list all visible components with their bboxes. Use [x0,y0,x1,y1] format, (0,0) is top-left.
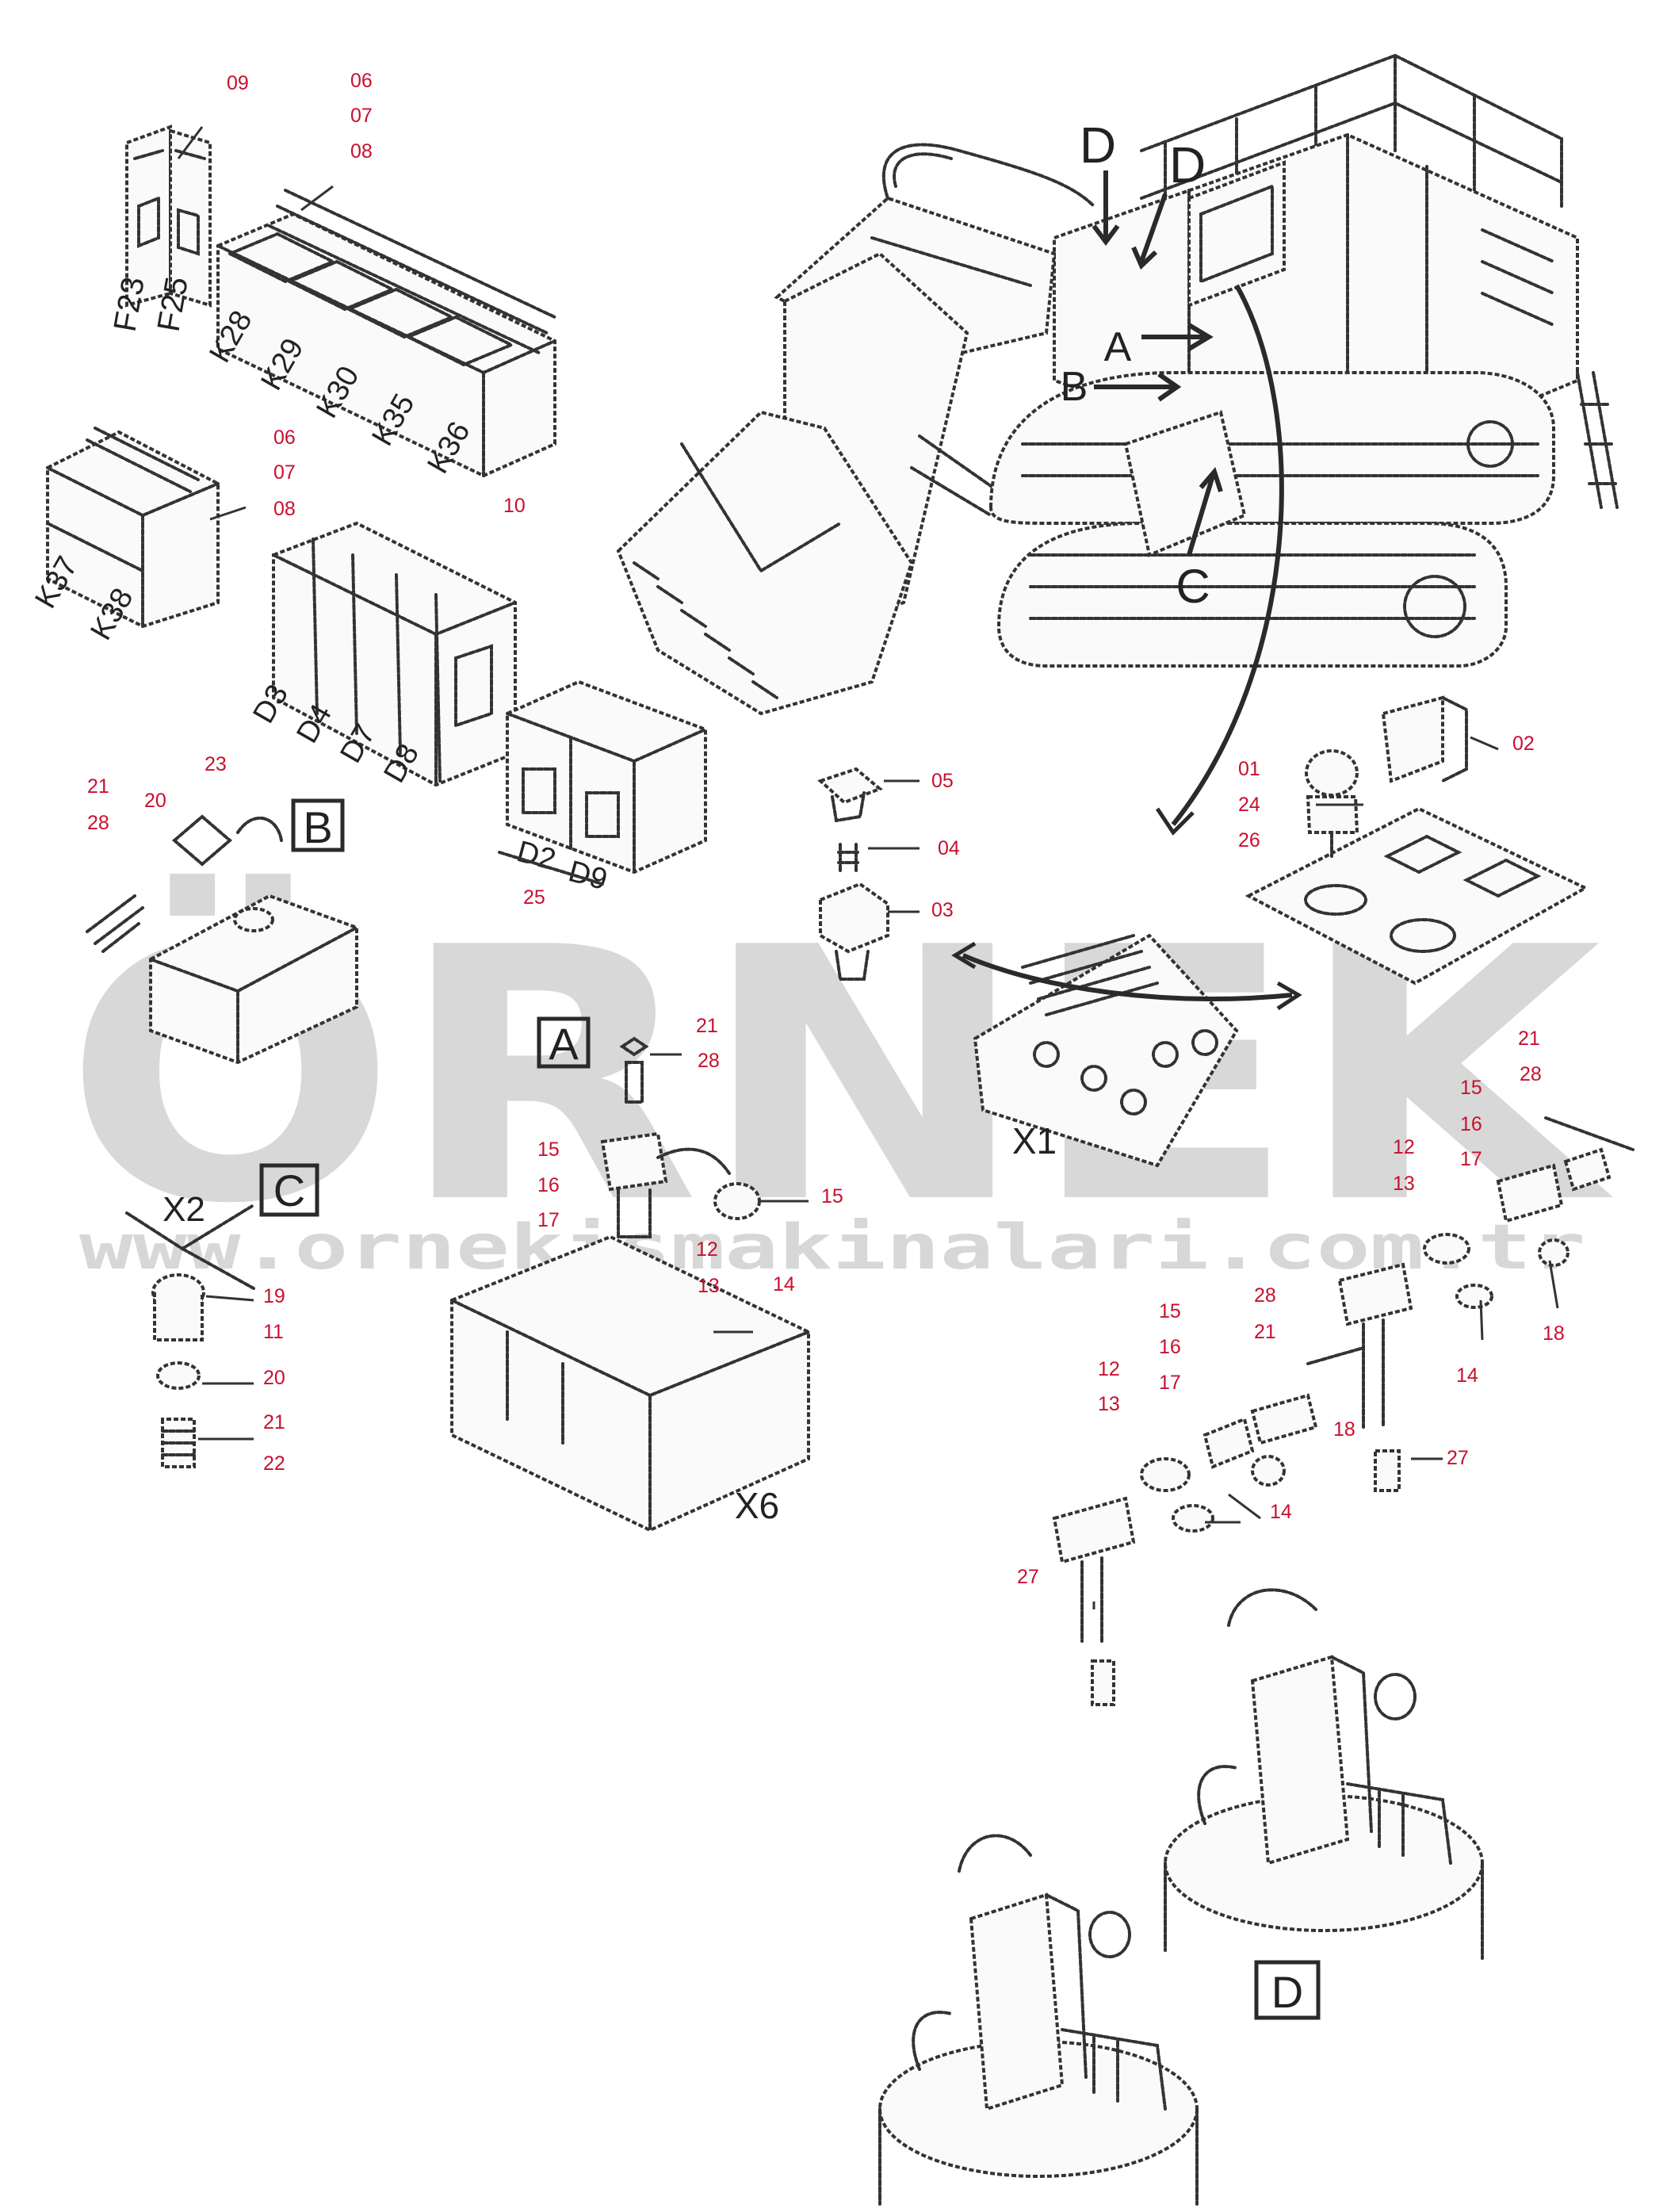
label-f23: F23 [108,274,151,335]
callout-16c: 16 [1159,1336,1181,1358]
machine-label-d2: D [1169,136,1206,193]
callout-12b: 12 [1393,1136,1415,1158]
callout-15c: 15 [1460,1077,1482,1099]
callout-21e: 21 [1254,1321,1276,1343]
callout-16a: 16 [537,1174,560,1196]
callout-17c: 17 [1159,1372,1181,1394]
callout-08b: 08 [273,498,296,520]
switch-assembly [817,767,889,981]
callout-04: 04 [938,837,960,859]
callout-14c: 14 [1270,1501,1292,1523]
module-group [272,521,517,787]
callout-28d: 28 [1254,1284,1276,1307]
callout-13a: 13 [698,1275,720,1297]
detail-b-label: B [303,802,332,852]
callout-28b: 28 [698,1050,720,1072]
callout-23: 23 [205,753,227,775]
watermark-url: www.ornekismakinalari.com.tr [79,1212,1585,1284]
callout-14b: 14 [1456,1364,1478,1387]
connector-chain-upper [1337,1116,1635,1492]
machine-label-b: B [1061,364,1088,410]
callout-02: 02 [1512,733,1535,755]
callout-09: 09 [227,72,249,94]
detail-a-assembly [450,1036,810,1533]
pump-assembly-upper [1164,1588,1484,1960]
detail-b-frame [291,798,345,852]
detail-c-frame [259,1163,319,1217]
callout-12a: 12 [696,1238,718,1261]
relay-row [216,189,556,478]
callout-24: 24 [1238,794,1260,816]
pump-assembly-lower [878,1834,1199,2206]
callout-21b: 21 [696,1015,718,1037]
callout-21a: 21 [87,775,109,798]
callout-27a: 27 [1447,1447,1469,1469]
detail-a-frame [537,1016,591,1069]
callout-12c: 12 [1098,1358,1120,1380]
callout-16b: 16 [1460,1113,1482,1135]
callout-03: 03 [931,899,954,921]
callout-21d: 21 [1518,1028,1540,1050]
callout-22: 22 [263,1452,285,1475]
detail-d-frame [1254,1960,1321,2020]
callout-20a: 20 [144,790,166,812]
callout-27b: 27 [1017,1566,1039,1588]
callout-21c: 21 [263,1411,285,1433]
label-x6: X6 [735,1485,779,1526]
callout-13b: 13 [1393,1173,1415,1195]
callout-19: 19 [263,1285,285,1307]
callout-15b: 15 [821,1185,843,1207]
callout-18a: 18 [1543,1322,1565,1345]
module-pair [506,679,707,874]
callout-20b: 20 [263,1367,285,1389]
machine-label-d1: D [1080,117,1116,174]
callout-13c: 13 [1098,1393,1120,1415]
callout-01: 01 [1238,758,1260,780]
machine-label-c: C [1176,560,1210,613]
callout-28a: 28 [87,812,109,834]
callout-10: 10 [503,495,526,517]
connector-chain-lower [1052,1346,1365,1706]
machine-label-a: A [1104,324,1132,370]
callout-07a: 07 [350,105,373,127]
excavator-illustration [616,53,1619,836]
leader-lines [177,126,1559,1609]
callout-28c: 28 [1520,1063,1542,1085]
callout-07b: 07 [273,461,296,484]
callout-05: 05 [931,770,954,792]
callout-14a: 14 [773,1273,795,1295]
label-x2: X2 [162,1190,205,1229]
callout-15a: 15 [537,1139,560,1161]
callout-15d: 15 [1159,1300,1181,1322]
callout-17a: 17 [537,1209,560,1231]
leader-line [498,851,604,886]
breaker-group [125,124,212,308]
console-label-x1: X1 [1012,1120,1057,1161]
callout-11: 11 [263,1321,284,1343]
callout-06a: 06 [350,70,373,92]
console-x1 [951,933,1302,1168]
relay-pair [46,427,220,629]
callout-06b: 06 [273,427,296,449]
callout-26: 26 [1238,829,1260,852]
detail-c-assembly [125,1204,255,1468]
callout-17b: 17 [1460,1148,1482,1170]
detail-b-assembly [86,814,358,1065]
control-panel-plate [1245,695,1589,985]
detail-c-label: C [273,1165,305,1215]
callout-25: 25 [523,886,545,909]
detail-a-label: A [549,1019,579,1069]
callout-08a: 08 [350,140,373,163]
callout-18b: 18 [1333,1418,1355,1441]
detail-d-label: D [1271,1967,1303,2017]
